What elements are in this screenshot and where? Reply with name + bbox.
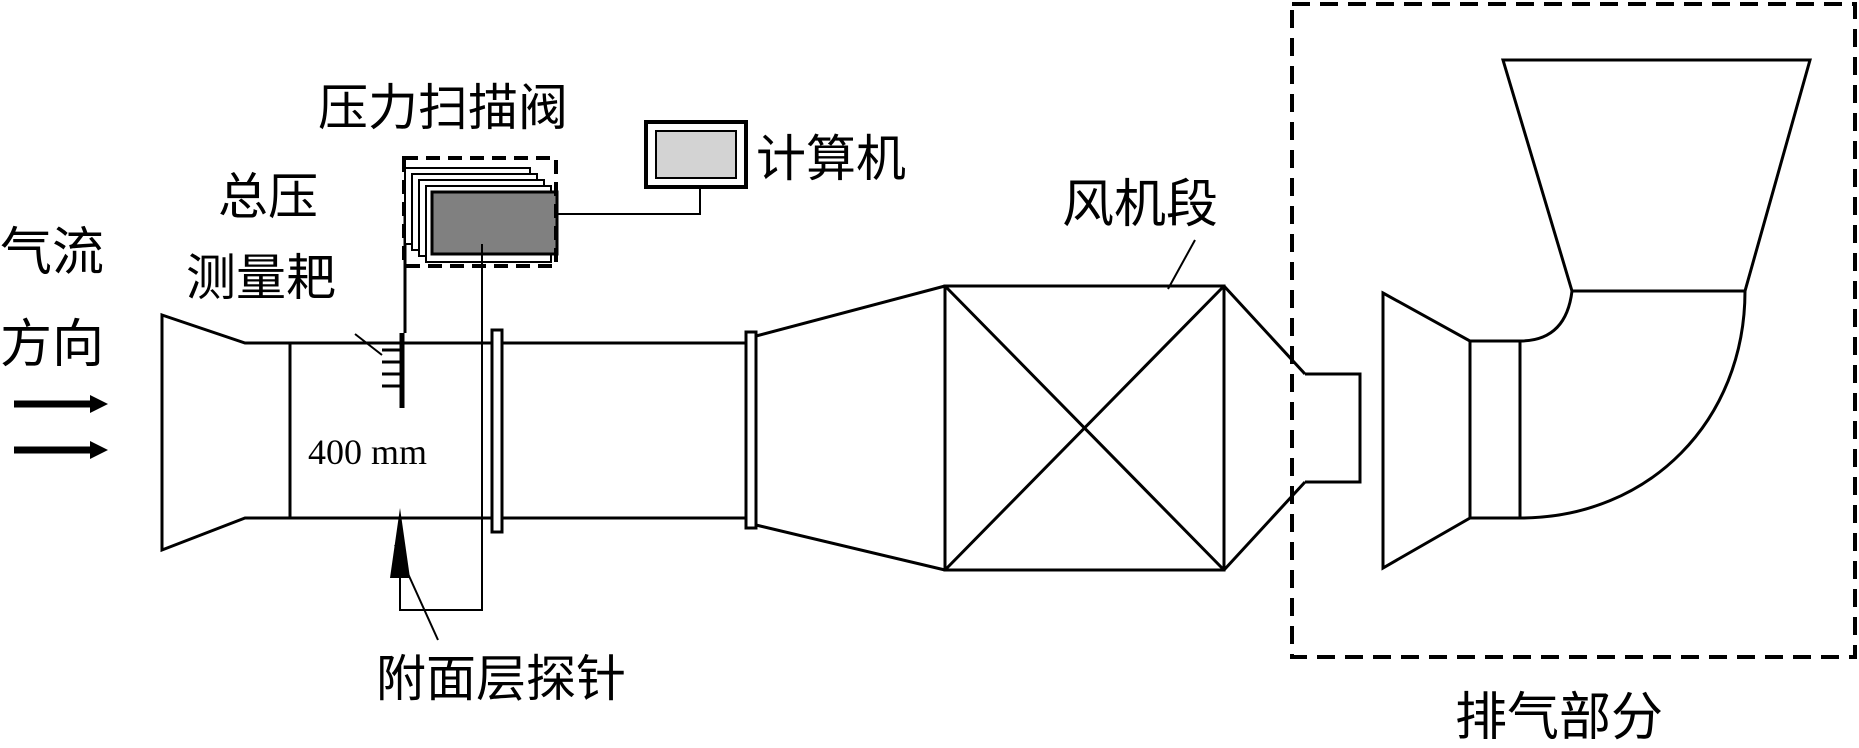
airflow-label-line2: 方向 [0, 315, 104, 375]
computer-label: 计算机 [756, 130, 906, 188]
exhaust-section-box [1290, 2, 1857, 659]
cable-scanner-computer [557, 186, 701, 215]
exhaust-assembly [1381, 58, 1812, 571]
airflow-arrows [14, 395, 108, 459]
pressure-scanner [404, 167, 559, 263]
computer-icon [644, 120, 748, 189]
duct-flange-2 [744, 330, 758, 530]
total-pressure-label-line1: 总压 [218, 168, 318, 226]
fan-leader [1167, 239, 1196, 290]
total-pressure-label-line2: 测量耙 [186, 249, 336, 307]
pressure-scanner-box [402, 156, 558, 268]
exhaust-section-label: 排气部分 [1455, 688, 1663, 748]
dimension-label: 400 mm [308, 432, 427, 472]
pressure-scanner-label: 压力扫描阀 [318, 79, 568, 137]
probe-leader [394, 544, 439, 641]
diffuser [755, 284, 946, 572]
test-section [288, 341, 756, 520]
boundary-layer-probe [390, 508, 410, 578]
boundary-probe-label: 附面层探针 [376, 650, 626, 708]
duct-flange-1 [490, 328, 504, 534]
inlet-bellmouth [160, 312, 292, 553]
fan-box [943, 284, 1226, 572]
total-pressure-rake [354, 214, 407, 408]
probe-tube [399, 244, 483, 611]
airflow-label-line1: 气流 [0, 223, 104, 283]
fan-section-label: 风机段 [1062, 175, 1218, 235]
